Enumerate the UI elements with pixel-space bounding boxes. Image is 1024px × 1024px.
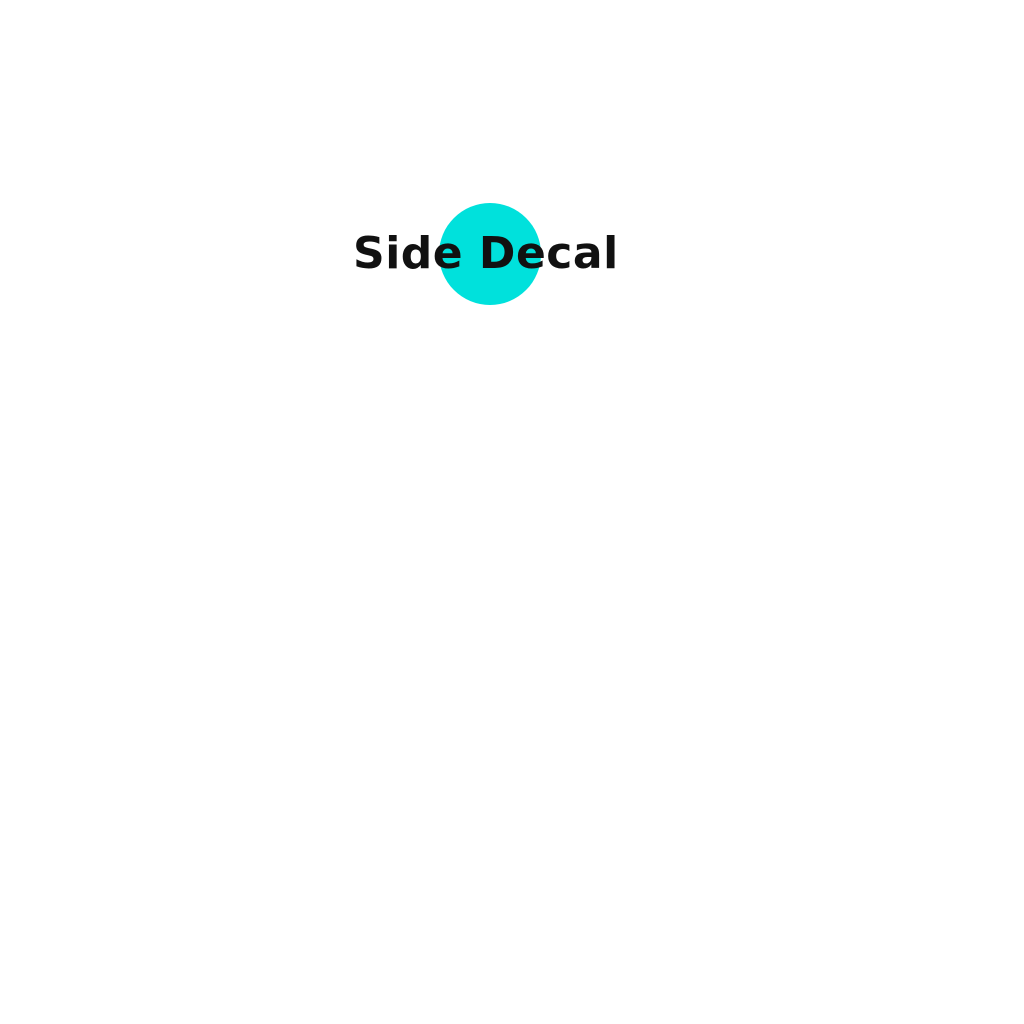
- logo-text: Side Decal: [353, 228, 619, 279]
- logo-circle-icon: [439, 203, 541, 305]
- side-decal-logo: Side Decal: [350, 200, 630, 308]
